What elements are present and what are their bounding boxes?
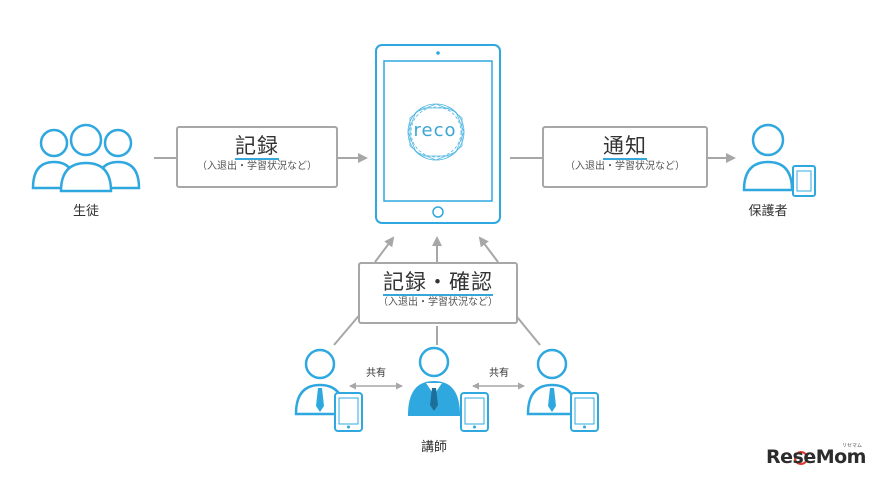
guardian-icon [742,123,816,197]
students-label: 生徒 [72,204,99,219]
record-box-subtitle: （入退出・学習状況など） [197,161,317,172]
record-confirm-box-title: 記録・確認 [360,270,516,296]
guardian-label: 保護者 [748,204,788,219]
teacher-left-icon [294,348,363,432]
resemom-logo-mark [794,451,808,465]
students-icon [31,123,141,193]
record-box-title: 記録 [178,134,336,160]
record-confirm-box-title-text: 記録・確認 [383,270,493,296]
teacher-right-icon [526,348,599,432]
confirm-to-tablet-arrow-right [478,236,499,263]
resemom-watermark: ReseMom [766,446,866,468]
share-left-label: 共有 [366,368,386,379]
notify-box-title-text: 通知 [603,134,647,160]
tablet-app-name: reco [413,120,457,141]
confirm-to-tablet-arrow-left [374,236,395,263]
resemom-watermark-sub: リセマム [842,443,863,449]
record-confirm-box: 記録・確認 （入退出・学習状況など） [358,262,518,324]
teacher-center-icon [407,346,489,432]
share-right-label: 共有 [489,368,509,379]
notify-box-title: 通知 [544,134,706,160]
notify-box-subtitle: （入退出・学習状況など） [565,161,685,172]
left-teacher-line [333,311,363,346]
record-box-title-text: 記録 [235,134,279,160]
record-box: 記録 （入退出・学習状況など） [176,126,338,188]
tablet-device [375,44,501,224]
instructor-label: 講師 [420,440,447,455]
reco-logo-ring [407,103,465,161]
record-confirm-box-subtitle: （入退出・学習状況など） [378,297,498,308]
notify-box: 通知 （入退出・学習状況など） [542,126,708,188]
